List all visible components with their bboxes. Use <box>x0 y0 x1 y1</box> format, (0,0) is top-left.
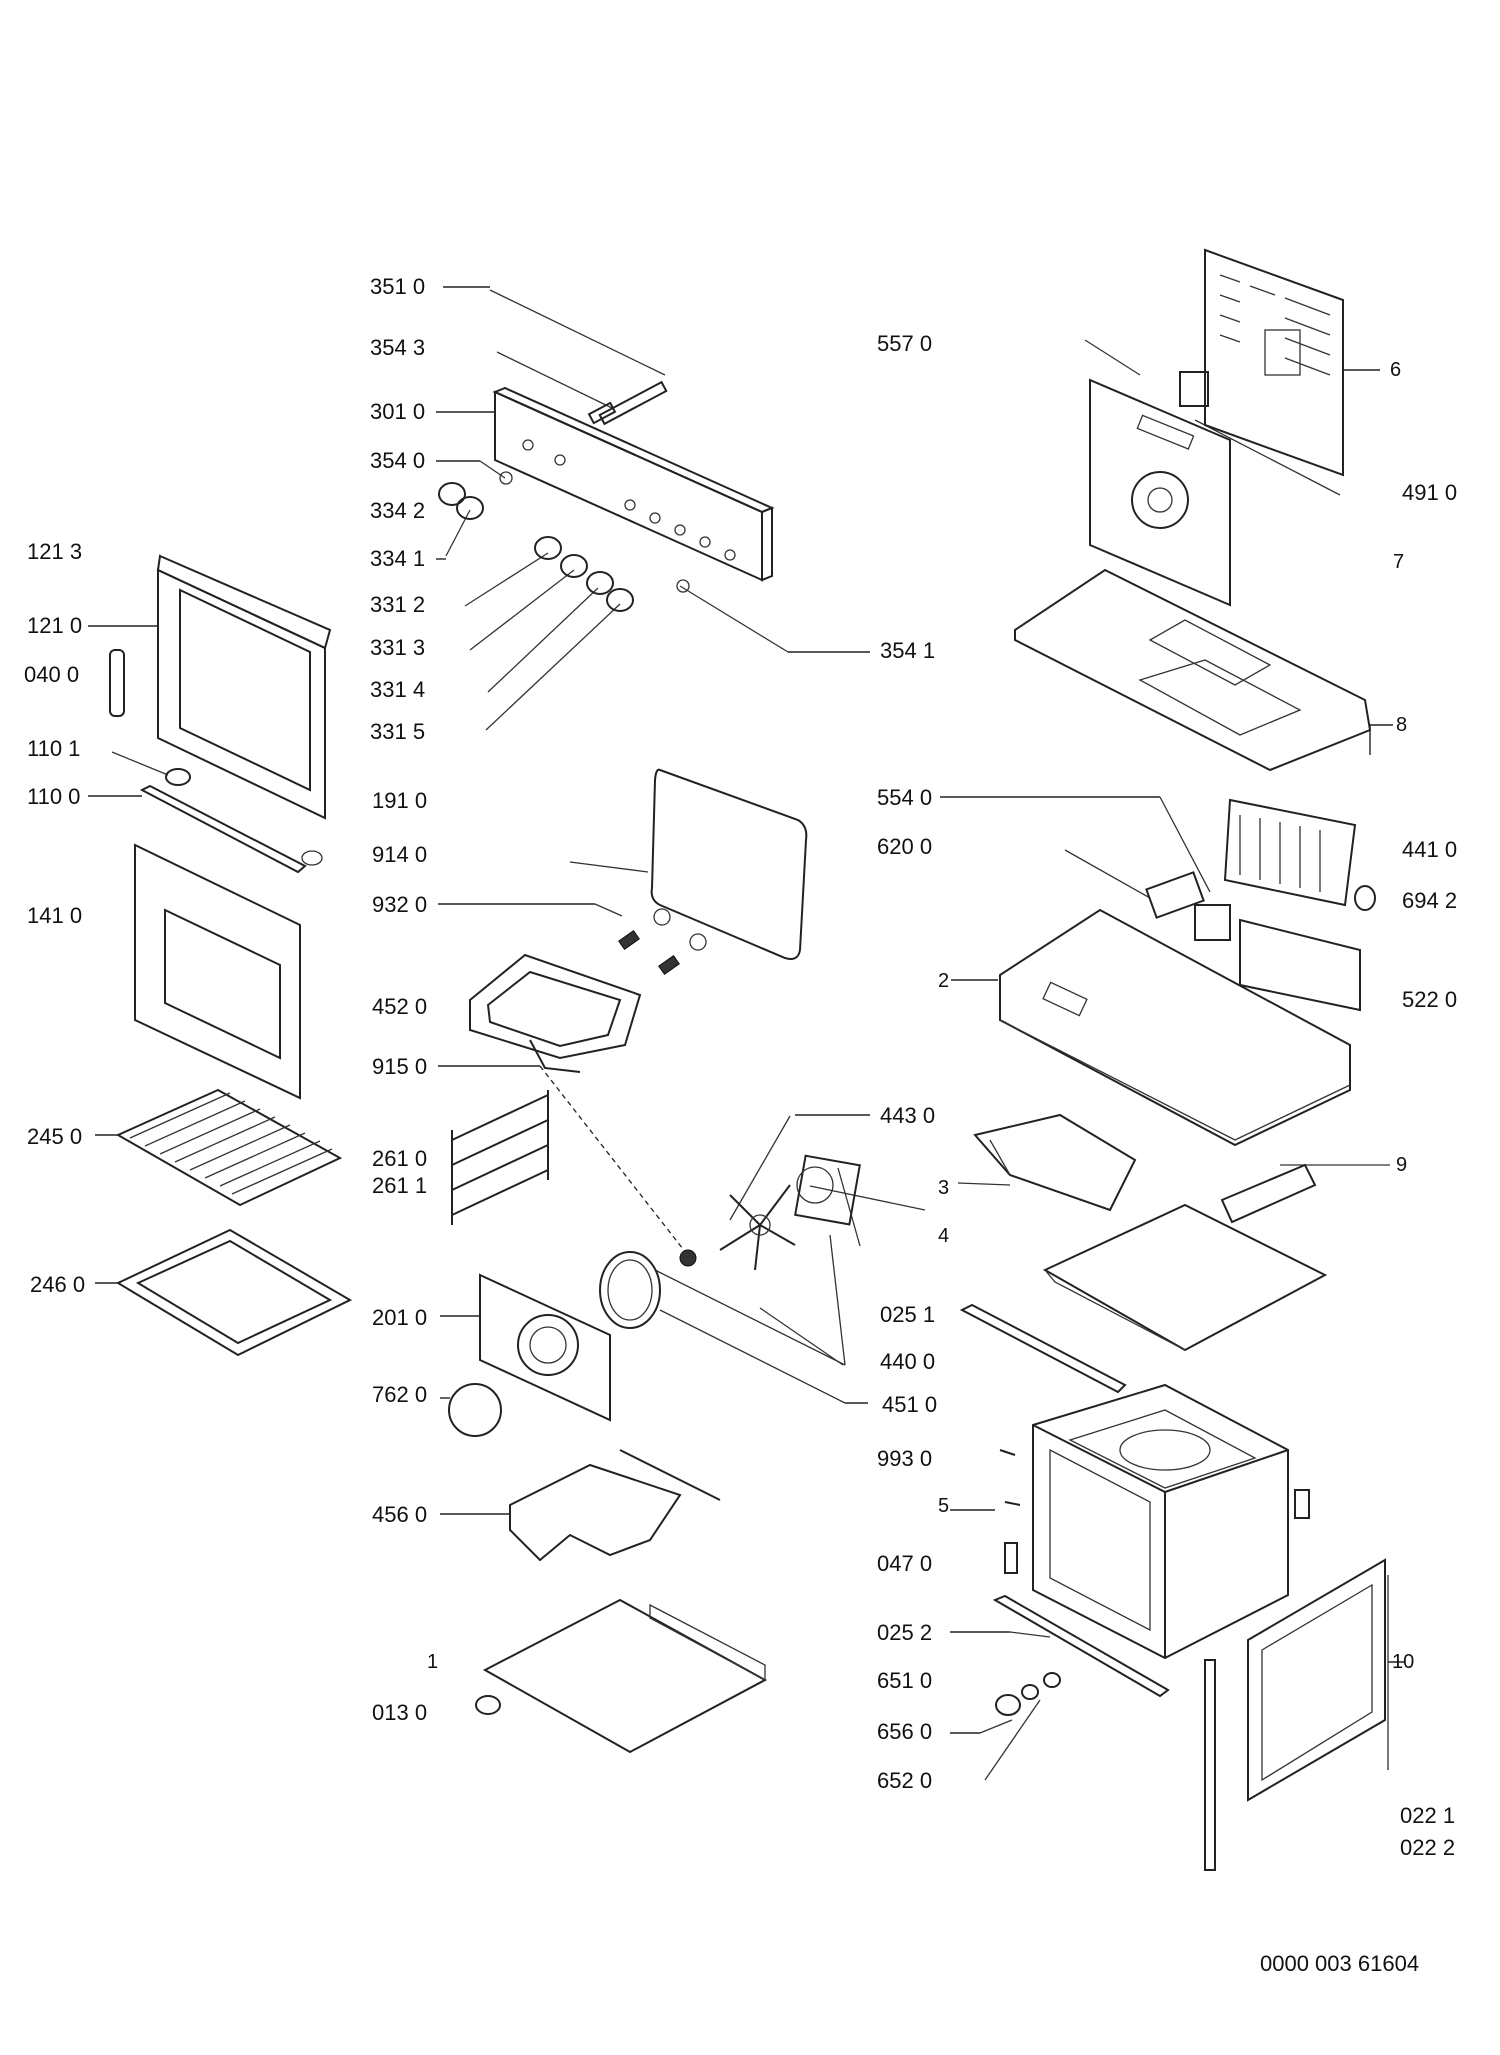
part-label: 491 0 <box>1402 480 1458 505</box>
part-label: 915 0 <box>372 1054 428 1079</box>
part-label: 557 0 <box>877 331 933 356</box>
shelf-supports-drawing <box>451 1090 549 1225</box>
part-label: 5 <box>938 1495 950 1517</box>
tray-and-plates-drawing <box>959 1113 1328 1394</box>
part-label: 620 0 <box>877 834 933 859</box>
part-label: 932 0 <box>372 892 428 917</box>
part-label: 334 2 <box>370 498 426 523</box>
part-label: 261 1 <box>372 1173 428 1198</box>
part-label: 651 0 <box>877 1668 933 1693</box>
rack-and-tray-drawing <box>115 1088 353 1357</box>
part-label: 301 0 <box>370 399 426 424</box>
part-label: 354 1 <box>880 638 936 663</box>
part-label: 762 0 <box>372 1382 428 1407</box>
part-label: 121 3 <box>27 539 83 564</box>
top-heating-element-drawing <box>469 908 707 1073</box>
bottom-element-drawing <box>475 1449 768 1754</box>
part-label: 141 0 <box>27 903 83 928</box>
door-gasket-drawing <box>650 768 808 960</box>
part-label: 110 1 <box>27 736 81 761</box>
part-label: 261 0 <box>372 1146 428 1171</box>
part-label: 201 0 <box>372 1305 428 1330</box>
part-label: 040 0 <box>24 662 80 687</box>
part-label: 013 0 <box>372 1700 428 1725</box>
part-label: 7 <box>1393 551 1405 573</box>
leader-lines <box>88 286 1405 1781</box>
cavity-drawing <box>992 1383 1386 1871</box>
part-label: 914 0 <box>372 842 428 867</box>
part-label: 451 0 <box>882 1392 938 1417</box>
part-label: 652 0 <box>877 1768 933 1793</box>
document-number: 0000 003 61604 <box>1260 1951 1420 1976</box>
part-label: 121 0 <box>27 613 83 638</box>
rear-panels-drawing <box>1014 248 1372 772</box>
part-label: 443 0 <box>880 1103 936 1128</box>
part-label: 354 3 <box>370 335 426 360</box>
part-label: 6 <box>1390 359 1402 381</box>
part-label: 993 0 <box>877 1446 933 1471</box>
part-label: 8 <box>1396 714 1408 736</box>
part-label: 331 5 <box>370 719 426 744</box>
part-label: 441 0 <box>1402 837 1458 862</box>
part-label: 452 0 <box>372 994 428 1019</box>
part-label: 554 0 <box>877 785 933 810</box>
electronics-drawing <box>999 798 1376 1147</box>
part-label: 10 <box>1392 1651 1415 1673</box>
part-label: 351 0 <box>370 274 426 299</box>
part-label: 331 2 <box>370 592 426 617</box>
part-label: 331 4 <box>370 677 426 702</box>
part-label: 331 3 <box>370 635 426 660</box>
control-panel-drawing <box>438 380 775 612</box>
part-label: 3 <box>938 1177 950 1199</box>
part-label: 025 1 <box>880 1302 936 1327</box>
part-label: 191 0 <box>372 788 428 813</box>
inner-door-glass-drawing <box>134 843 301 1100</box>
part-label: 022 2 <box>1400 1835 1456 1860</box>
part-label: 4 <box>938 1225 950 1247</box>
part-label: 246 0 <box>30 1272 86 1297</box>
part-label: 2 <box>938 970 950 992</box>
part-label: 022 1 <box>1400 1803 1456 1828</box>
part-label: 1 <box>427 1651 439 1673</box>
door-drawing <box>109 554 332 874</box>
part-label: 440 0 <box>880 1349 936 1374</box>
part-label: 354 0 <box>370 448 426 473</box>
part-label: 047 0 <box>877 1551 933 1576</box>
part-label: 110 0 <box>27 784 81 809</box>
part-label: 522 0 <box>1402 987 1458 1012</box>
part-label: 025 2 <box>877 1620 933 1645</box>
part-label: 456 0 <box>372 1502 428 1527</box>
part-label: 334 1 <box>370 546 426 571</box>
part-label: 245 0 <box>27 1124 83 1149</box>
fan-assembly-drawing <box>448 1154 861 1437</box>
part-label: 9 <box>1396 1154 1408 1176</box>
part-label: 656 0 <box>877 1719 933 1744</box>
part-label: 694 2 <box>1402 888 1458 913</box>
